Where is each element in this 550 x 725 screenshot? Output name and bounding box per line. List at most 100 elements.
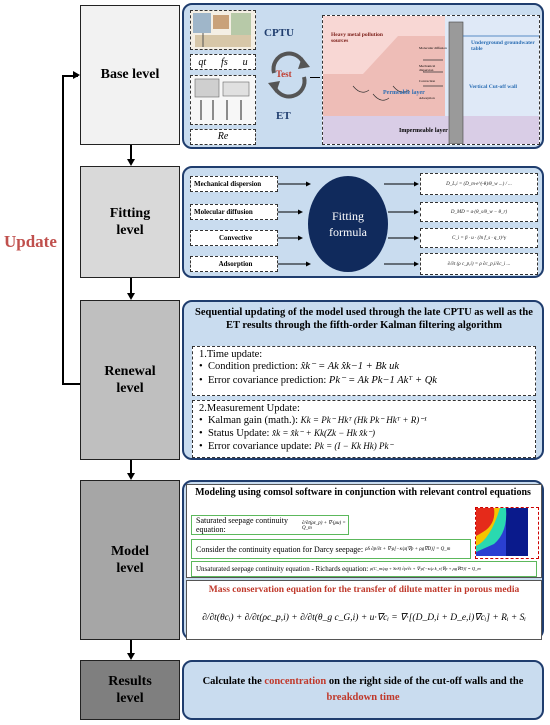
model-eq-label: Unsaturated seepage continuity equation … — [196, 565, 369, 573]
model-level-label: Model level — [110, 543, 150, 577]
meas-item-label: Kalman gain (math.): — [207, 415, 299, 426]
fitting-formula-box-1: D_MD = a·(θ_s/θ_w − θ_r) — [420, 202, 538, 222]
time-item-label: Condition prediction: — [207, 361, 299, 372]
model-eq-row-1: Consider the continuity equation for Dar… — [191, 539, 471, 559]
results-text-part-0: Calculate the — [202, 676, 265, 687]
model-eq-text: ρ(C_m/ρg + SeS) ∂p/∂t + ∇·ρ[−κ/μ k_r(∇p … — [369, 566, 481, 571]
mass-conservation-title: Mass conservation equation for the trans… — [208, 585, 520, 595]
base-panel: qt fs u Re CPTU Test ET — [182, 3, 544, 149]
renewal-level-label: Renewal level — [104, 363, 156, 397]
test-cycle-icon — [268, 51, 310, 99]
cptu-equipment-image — [193, 13, 251, 47]
model-eq-label: Saturated seepage continuity equation: — [196, 516, 288, 534]
results-text: Calculate the concentration on the right… — [198, 674, 528, 706]
time-update-header: 1.Time update: — [199, 349, 263, 360]
fitting-level-label: Fitting level — [109, 205, 151, 239]
model-eq-row-2: Unsaturated seepage continuity equation … — [191, 561, 537, 577]
fitting-panel: Mechanical dispersion Molecular diffusio… — [182, 166, 544, 278]
et-equipment-image — [194, 78, 250, 120]
fitting-formula-text: ∂/∂t (ρ c_p,i) = ρ ∂c_p,i/∂c_i ... — [447, 261, 511, 267]
fitting-in-arrows — [278, 181, 311, 267]
feedback-line-vertical — [62, 75, 64, 383]
param-qt: qt — [198, 56, 207, 68]
meas-item-label: Error covariance update: — [207, 441, 312, 452]
meas-item-label: Status Update: — [207, 428, 270, 439]
update-label: Update — [4, 232, 57, 251]
fitting-formula-text: D_MD = a·(θ_s/θ_w − θ_r) — [450, 209, 508, 215]
measurement-update-header: 2.Measurement Update: — [199, 403, 300, 414]
arrow-model-results-line — [130, 640, 132, 653]
fitting-formula-box-3: ∂/∂t (ρ c_p,i) = ρ ∂c_p,i/∂c_i ... — [420, 253, 538, 275]
fitting-formula-ellipse: Fitting formula — [308, 176, 388, 272]
feedback-line-bottom — [62, 383, 80, 385]
fitting-item-label: Convective — [218, 234, 253, 242]
param-re: Re — [217, 131, 229, 142]
cptu-label: CPTU — [264, 27, 294, 39]
model-title: Modeling using comsol software in conjun… — [195, 487, 531, 498]
renewal-title: Sequential updating of the model used th… — [195, 307, 533, 331]
label-groundwater: Underground groundwater table — [471, 40, 535, 52]
time-update-item-0: • Condition prediction: x̂k⁻ = Ak x̂k−1 … — [199, 361, 399, 372]
fitting-formula-box-0: D_L,i = (D_m·e^(-θ)/θ_w ...) / ... — [420, 173, 538, 195]
meas-update-item-0: • Kalman gain (math.): Kk = Pk⁻ Hkᵀ (Hk … — [199, 415, 427, 426]
base-level-label: Base level — [100, 67, 160, 83]
fitting-formula-text: C_i = β · u · (ln f_s · q_t)^γ — [451, 235, 507, 241]
label-mechanical-dispersion: Mechanical dispersion — [419, 64, 436, 72]
time-update-box: 1.Time update: • Condition prediction: x… — [192, 346, 536, 396]
time-item-eq: x̂k⁻ = Ak x̂k−1 + Bk uk — [300, 361, 399, 372]
fitting-item-box-1: Molecular diffusion — [190, 204, 278, 220]
arrow-renewal-model-line — [130, 460, 132, 473]
site-diagram: Heavy metal pollution sources Undergroun… — [322, 15, 540, 145]
test-label: Test — [276, 69, 292, 79]
model-eq-text: ρS ∂p/∂t + ∇·ρ[−κ/μ(∇p + ρg∇D)] = Q_m — [365, 547, 451, 552]
param-u: u — [242, 56, 248, 68]
fitting-item-box-3: Adsorption — [190, 256, 278, 272]
fitting-level-box: Fitting level — [80, 166, 180, 278]
feedback-arrow-head — [73, 71, 80, 79]
renewal-level-box: Renewal level — [80, 300, 180, 460]
meas-update-item-2: • Error covariance update: Pk = (I − Kk … — [199, 441, 394, 452]
concentration-plot-image — [476, 508, 536, 556]
arrow-fitting-renewal-head — [127, 293, 135, 300]
site-diagram-svg — [323, 16, 539, 144]
meas-item-eq: Pk = (I − Kk Hk) Pk⁻ — [314, 441, 394, 451]
param-fs: fs — [221, 56, 228, 68]
time-item-eq: Pk⁻ = Ak Pk−1 Akᵀ + Qk — [328, 375, 437, 386]
label-adsorption: Adsorption — [419, 96, 435, 100]
label-wall: Vertical Cut-off wall — [469, 84, 518, 90]
simulation-thumbnail — [475, 507, 539, 559]
fitting-formula-label: Fitting formula — [329, 209, 367, 239]
results-breakdown-time: breakdown time — [326, 692, 400, 703]
arrow-model-results-head — [127, 653, 135, 660]
fitting-item-label: Adsorption — [218, 260, 253, 268]
renewal-panel: Sequential updating of the model used th… — [182, 300, 544, 460]
cptu-params-box: qt fs u — [190, 54, 256, 70]
meas-update-item-1: • Status Update: x̂k = x̂k⁻ + Kk(Zk − Hk… — [199, 428, 376, 439]
model-panel: Modeling using comsol software in conjun… — [182, 480, 544, 640]
model-eq-label: Consider the continuity equation for Dar… — [196, 544, 364, 554]
fitting-item-box-2: Convective — [190, 230, 278, 246]
results-text-part-2: on the right side of the cut-off walls a… — [326, 676, 524, 687]
base-level-box: Base level — [80, 5, 180, 145]
et-label: ET — [276, 110, 291, 122]
model-eq-row-0: Saturated seepage continuity equation: ∂… — [191, 515, 349, 535]
cptu-photo-frame — [190, 10, 256, 50]
meas-item-eq: x̂k = x̂k⁻ + Kk(Zk − Hk x̂k⁻) — [272, 428, 376, 438]
time-update-item-1: • Error covariance prediction: Pk⁻ = Ak … — [199, 375, 437, 386]
measurement-update-box: 2.Measurement Update: • Kalman gain (mat… — [192, 400, 536, 458]
cycle-to-diagram-arrow — [310, 77, 320, 78]
label-impermeable: Impermeable layer — [399, 128, 448, 134]
label-molecular-diffusion: Molecular diffusion — [419, 46, 447, 50]
label-convection: Convection — [419, 79, 436, 83]
results-level-label: Results level — [108, 673, 152, 707]
results-level-box: Results level — [80, 660, 180, 720]
fitting-out-arrows — [384, 181, 419, 267]
fitting-formula-box-2: C_i = β · u · (ln f_s · q_t)^γ — [420, 228, 538, 248]
arrow-fitting-renewal-line — [130, 278, 132, 293]
results-concentration: concentration — [264, 676, 327, 687]
arrow-base-fitting-head — [127, 159, 135, 166]
model-top-box: Modeling using comsol software in conjun… — [186, 484, 542, 578]
mass-conservation-equation: ∂/∂t(θcᵢ) + ∂/∂t(ρc_p,i) + ∂/∂t(θ_g c_G,… — [202, 613, 526, 623]
model-level-box: Model level — [80, 480, 180, 640]
arrow-base-fitting-line — [130, 145, 132, 159]
